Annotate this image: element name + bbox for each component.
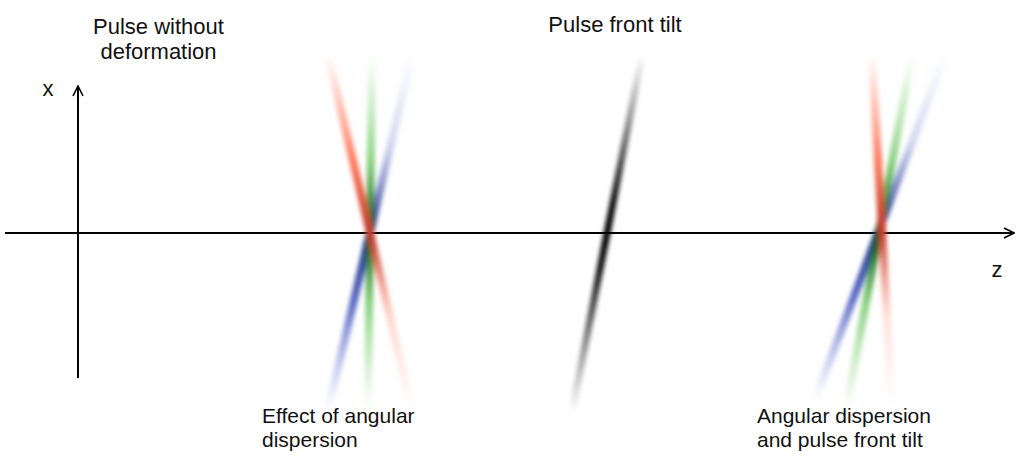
- angular-dispersion-pulse: [328, 55, 412, 410]
- x-axis: [77, 86, 79, 378]
- axis-label: x: [38, 76, 58, 101]
- undeformed-pulse: [145, 55, 146, 415]
- pulse-caption: Angular dispersion and pulse front tilt: [757, 404, 967, 452]
- z-axis: [5, 232, 1014, 234]
- pulse-caption: Pulse without deformation: [76, 14, 241, 65]
- axis-label: z: [985, 257, 1009, 282]
- tilted-pulse: [572, 55, 642, 412]
- pulse-caption: Pulse front tilt: [500, 12, 730, 37]
- dispersed-tilted-pulse: [815, 55, 945, 410]
- pulse-caption: Effect of angular dispersion: [262, 404, 467, 452]
